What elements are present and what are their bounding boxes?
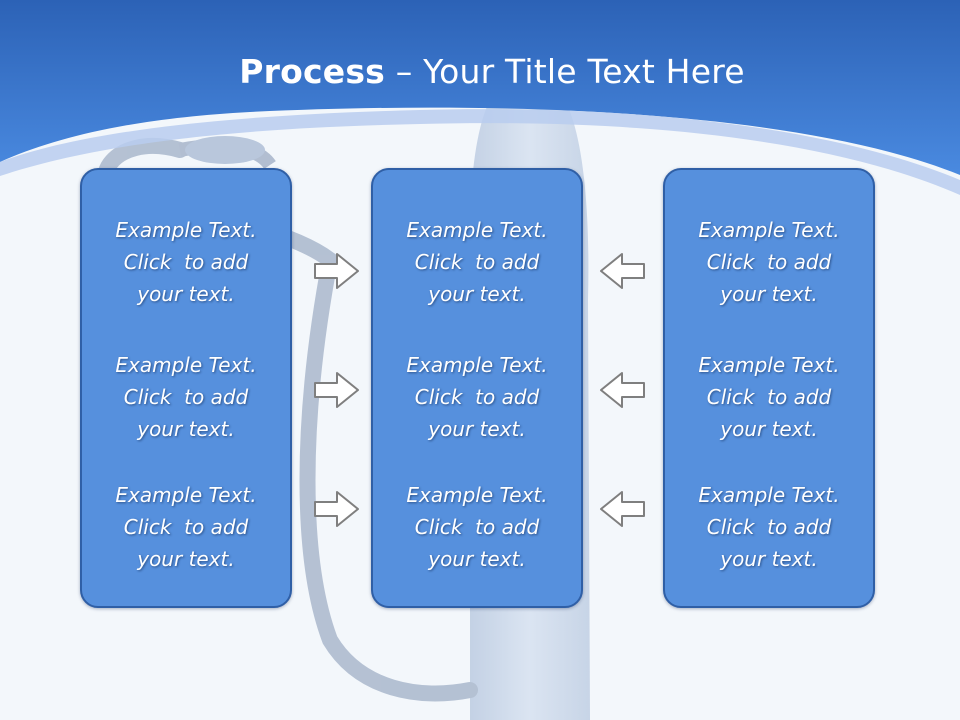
arrow-left-icon	[600, 491, 645, 527]
arrow-right-icon	[314, 491, 359, 527]
title-rest: – Your Title Text Here	[385, 52, 745, 91]
arrow-left-icon	[600, 372, 645, 408]
arrow-right-icon	[314, 253, 359, 289]
title-bold: Process	[239, 52, 386, 91]
arrow-right-icon	[314, 372, 359, 408]
arrow-left-icon	[600, 253, 645, 289]
slide-title[interactable]: Process – Your Title Text Here	[0, 52, 960, 91]
